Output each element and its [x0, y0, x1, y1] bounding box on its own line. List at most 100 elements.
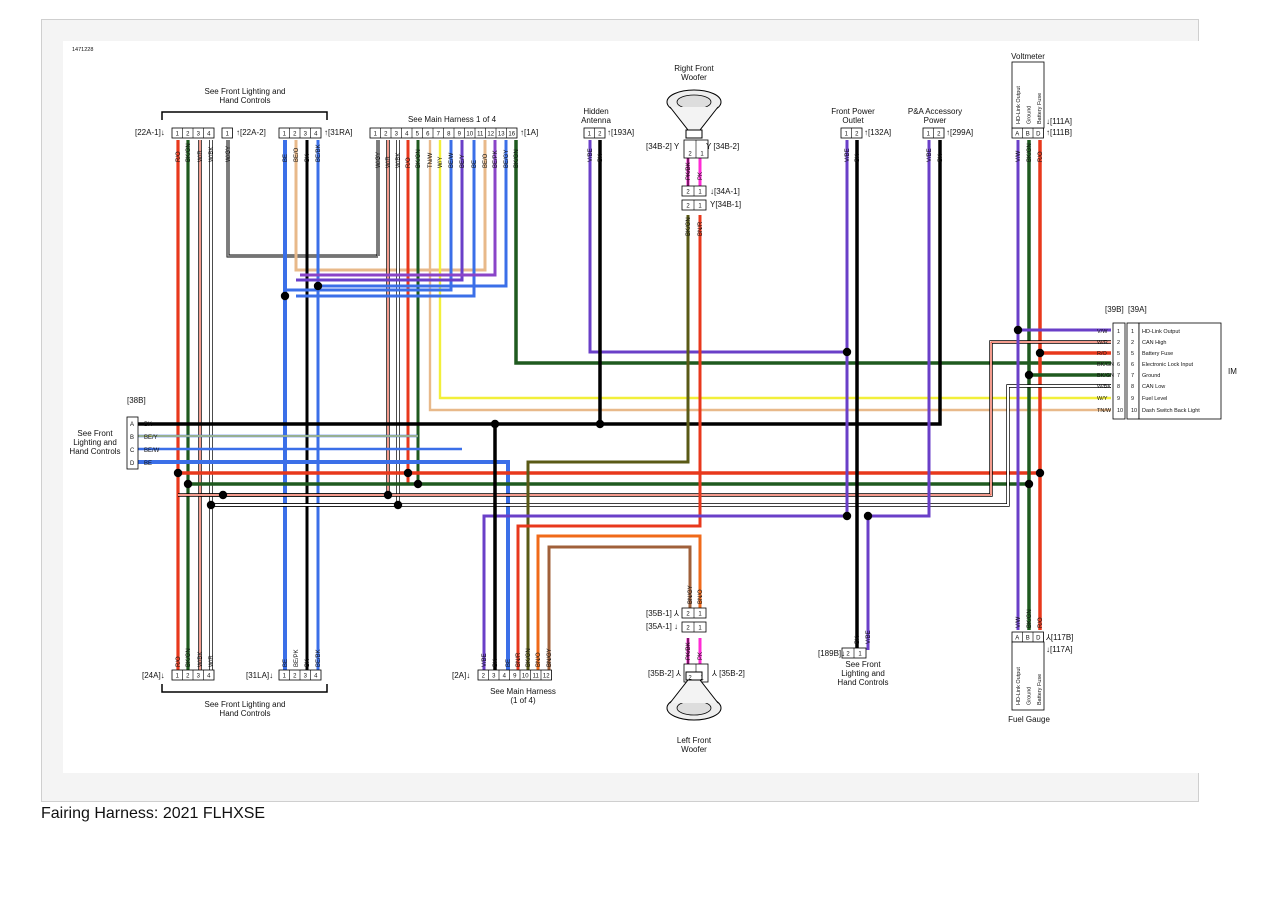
wire-code: W/R	[209, 655, 215, 667]
connector-2a-pin: 11	[533, 674, 540, 680]
wire-code: BN/R	[698, 221, 704, 236]
connector-31la-pin: 1	[283, 674, 287, 680]
connector-1a-pin: 3	[395, 132, 399, 138]
left-front-woofer-icon	[666, 671, 722, 721]
im-pin-39b: 1	[1117, 329, 1120, 335]
connector-24a-pin: 4	[207, 674, 211, 680]
connector-31ra-pin: 4	[314, 132, 318, 138]
connector-132a-pin: 1	[845, 132, 849, 138]
wire-bk-38b	[138, 140, 942, 426]
connector-id: [31LA]↓	[246, 671, 273, 680]
wire-code: BE/Y	[460, 154, 466, 168]
wire-code: BK/GN	[514, 149, 520, 168]
right-front-woofer-icon-basket	[669, 106, 719, 131]
connector-38b	[126, 416, 139, 470]
connector-299a-pin: 2	[937, 132, 941, 138]
im-pin-39b: 5	[1117, 351, 1120, 357]
fuel-gauge-pin-name: HD-Link Output	[1016, 667, 1022, 705]
im-pin-39a: 9	[1131, 396, 1134, 402]
wire-code: PK/BK	[686, 642, 692, 660]
connector-1a-pin: 7	[437, 132, 441, 138]
connector-id: ⅄ [35B-2]	[711, 669, 745, 678]
wire-v-be-299	[868, 140, 931, 518]
voltmeter-body	[1011, 61, 1045, 129]
connector-117-pin: A	[1015, 636, 1019, 642]
right-front-woofer-icon-cone-inner	[676, 94, 712, 110]
wire-code: BK	[493, 659, 499, 667]
wire-code: W/Y	[438, 157, 444, 168]
wire-code: W/BK	[396, 153, 402, 168]
connector-31ra-pin: 3	[304, 132, 308, 138]
wire-w-gy-22a2-outline	[226, 140, 378, 258]
splice-dot	[1035, 468, 1045, 478]
wire-code: BK/GN	[1027, 143, 1033, 162]
wire-code: BN/O	[698, 589, 704, 604]
wire-code: W/GY	[226, 146, 232, 162]
wire-bk-gn-1a16	[514, 140, 1111, 365]
im-pin-39b: 9	[1117, 396, 1120, 402]
label-main-harness-top: See Main Harness 1 of 4	[408, 115, 497, 124]
im-module	[1138, 322, 1222, 420]
connector-1a-pin: 6	[426, 132, 430, 138]
connector-id: ↓[34A-1]	[710, 187, 740, 196]
connector-id: ↑[1A]	[520, 128, 538, 137]
connector-1a-pin: 8	[447, 132, 451, 138]
connector-id: ⅄[117B]	[1045, 633, 1073, 642]
connector-1a-pin: 16	[508, 132, 515, 138]
left-front-woofer-icon-magnet	[685, 671, 703, 681]
wire-be-gy-1a	[318, 140, 508, 288]
im-pin-name: Ground	[1142, 373, 1160, 379]
wire-code: BE/PK	[294, 649, 300, 667]
wire-code: BK/GN	[416, 149, 422, 168]
im-wire-code: BK/GN	[1097, 362, 1114, 368]
splice-dot	[490, 419, 500, 429]
connector-id: ↑[111B]	[1046, 128, 1072, 137]
doc-id: 1471228	[72, 47, 93, 53]
wire-code: BK	[305, 659, 311, 667]
wire-bn-r-34	[516, 215, 702, 672]
im-wire-code: W/R	[1097, 340, 1108, 346]
label-im: IM	[1228, 367, 1237, 376]
wire-code: V/BE	[482, 653, 488, 667]
wire-code: BE	[472, 160, 478, 168]
connector-111-pin: B	[1026, 132, 1030, 138]
fuel-gauge-pin-name: Ground	[1027, 687, 1033, 705]
connector-22a1-pin: 1	[176, 132, 180, 138]
connector-1a-pin: 13	[498, 132, 505, 138]
wire-code: W/R	[386, 156, 392, 168]
connector-id: [2A]↓	[452, 671, 470, 680]
im-wire-code: R/O	[1097, 351, 1108, 357]
im-pin-39b: 10	[1117, 408, 1123, 414]
connector-2a-pin: 12	[543, 674, 550, 680]
connector-34b2-top-pin: 1	[700, 152, 704, 158]
wire-code: V/W	[1016, 150, 1022, 162]
connector-22a2	[221, 127, 233, 139]
splice-dot	[393, 500, 403, 510]
connector-id: [189B]↓	[818, 649, 845, 658]
label-main-harness-bottom: (1 of 4)	[510, 696, 536, 705]
connector-1a-pin: 2	[384, 132, 388, 138]
connector-24a-pin: 3	[197, 674, 201, 680]
wire-code: BK/GN	[526, 648, 532, 667]
wire-code: PK	[698, 652, 704, 660]
connector-id: [34B-2] Y	[646, 142, 680, 151]
connector-1a-pin: 12	[487, 132, 494, 138]
wire-code: BN/O	[536, 652, 542, 667]
wire-w-bk-bus-outline	[211, 384, 1111, 507]
label-front-lighting-189b: Lighting and	[841, 669, 885, 678]
connector-22a1-pin: 2	[186, 132, 190, 138]
im-wire-code: W/Y	[1097, 396, 1108, 402]
wire-w-bk-1a-outline	[211, 140, 400, 507]
connector-35b2-bottom-pin: 1	[700, 676, 704, 682]
wire-w-bk-bus	[211, 385, 1111, 506]
wire-v-be-antenna	[588, 140, 847, 354]
connector-132a-pin: 2	[855, 132, 859, 138]
wire-code: R/O	[176, 151, 182, 162]
label-front-lighting-left: Hand Controls	[69, 447, 120, 456]
im-wire-code: W/BK	[1097, 384, 1111, 390]
connector-id: ↑[193A]	[607, 128, 634, 137]
im-pin-39a: 6	[1131, 362, 1134, 368]
wire-bk-gn-bus	[188, 140, 1031, 486]
